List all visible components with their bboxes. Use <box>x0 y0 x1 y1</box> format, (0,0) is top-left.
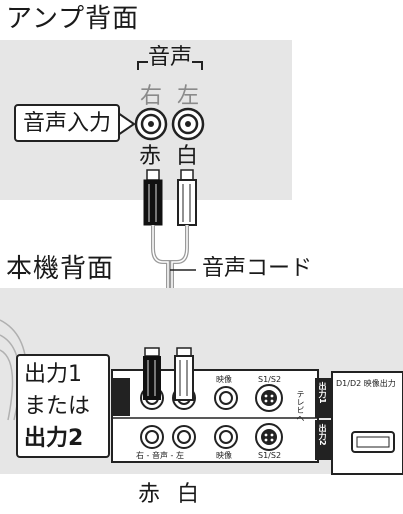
unit-jack-panel <box>111 369 319 463</box>
output-line-3: 出力2 <box>24 426 84 451</box>
unit-white-label: 白 <box>177 482 200 507</box>
unit-red-label: 赤 <box>138 482 161 507</box>
amp-white-label: 白 <box>176 144 199 169</box>
out1-tag: 出力1 <box>318 382 327 404</box>
row1-label-s: S1/S2 <box>258 375 282 384</box>
cable-label: 音声コード <box>202 256 313 281</box>
amp-heading: アンプ背面 <box>6 4 140 34</box>
out2-audio-right-jack <box>140 425 164 449</box>
unit-heading: 本機背面 <box>6 254 115 284</box>
out1-video-jack <box>214 386 238 410</box>
row1-label-video: 映像 <box>216 375 232 384</box>
amp-left-label: 左 <box>177 84 200 109</box>
lower-white-plug <box>174 347 194 401</box>
row-label-tv: テレビへ <box>296 390 305 422</box>
out1-s-video-jack <box>255 384 283 412</box>
row-label-video: 映像 <box>216 451 232 460</box>
upper-white-plug <box>177 169 197 226</box>
audio-bracket <box>137 61 203 70</box>
out1-tag-bg <box>315 378 333 418</box>
amp-jack-left <box>171 107 205 141</box>
amp-jack-right <box>134 107 168 141</box>
out2-tag-bg <box>315 420 333 460</box>
d-output-label: D1/D2 映像出力 <box>336 379 396 388</box>
lower-red-plug <box>143 347 161 400</box>
row-label-s: S1/S2 <box>258 451 282 460</box>
audio-group-label: 音声 <box>148 45 193 70</box>
row-label-audio: 右 - 音声 - 左 <box>136 451 184 460</box>
output-selection-box: 出力1 または 出力2 <box>16 354 110 458</box>
amp-red-label: 赤 <box>139 144 162 169</box>
audio-input-label: 音声入力 <box>23 111 112 136</box>
amp-right-label: 右 <box>140 84 163 109</box>
out2-tag: 出力2 <box>318 424 327 446</box>
upper-red-plug <box>143 169 163 226</box>
audio-input-box: 音声入力 <box>14 104 120 142</box>
output-line-2: または <box>24 394 91 419</box>
out2-s-video-jack <box>255 423 283 451</box>
out2-video-jack <box>214 425 238 449</box>
out2-audio-left-jack <box>172 425 196 449</box>
output-line-1: 出力1 <box>24 362 82 387</box>
d-output-panel <box>331 371 403 475</box>
